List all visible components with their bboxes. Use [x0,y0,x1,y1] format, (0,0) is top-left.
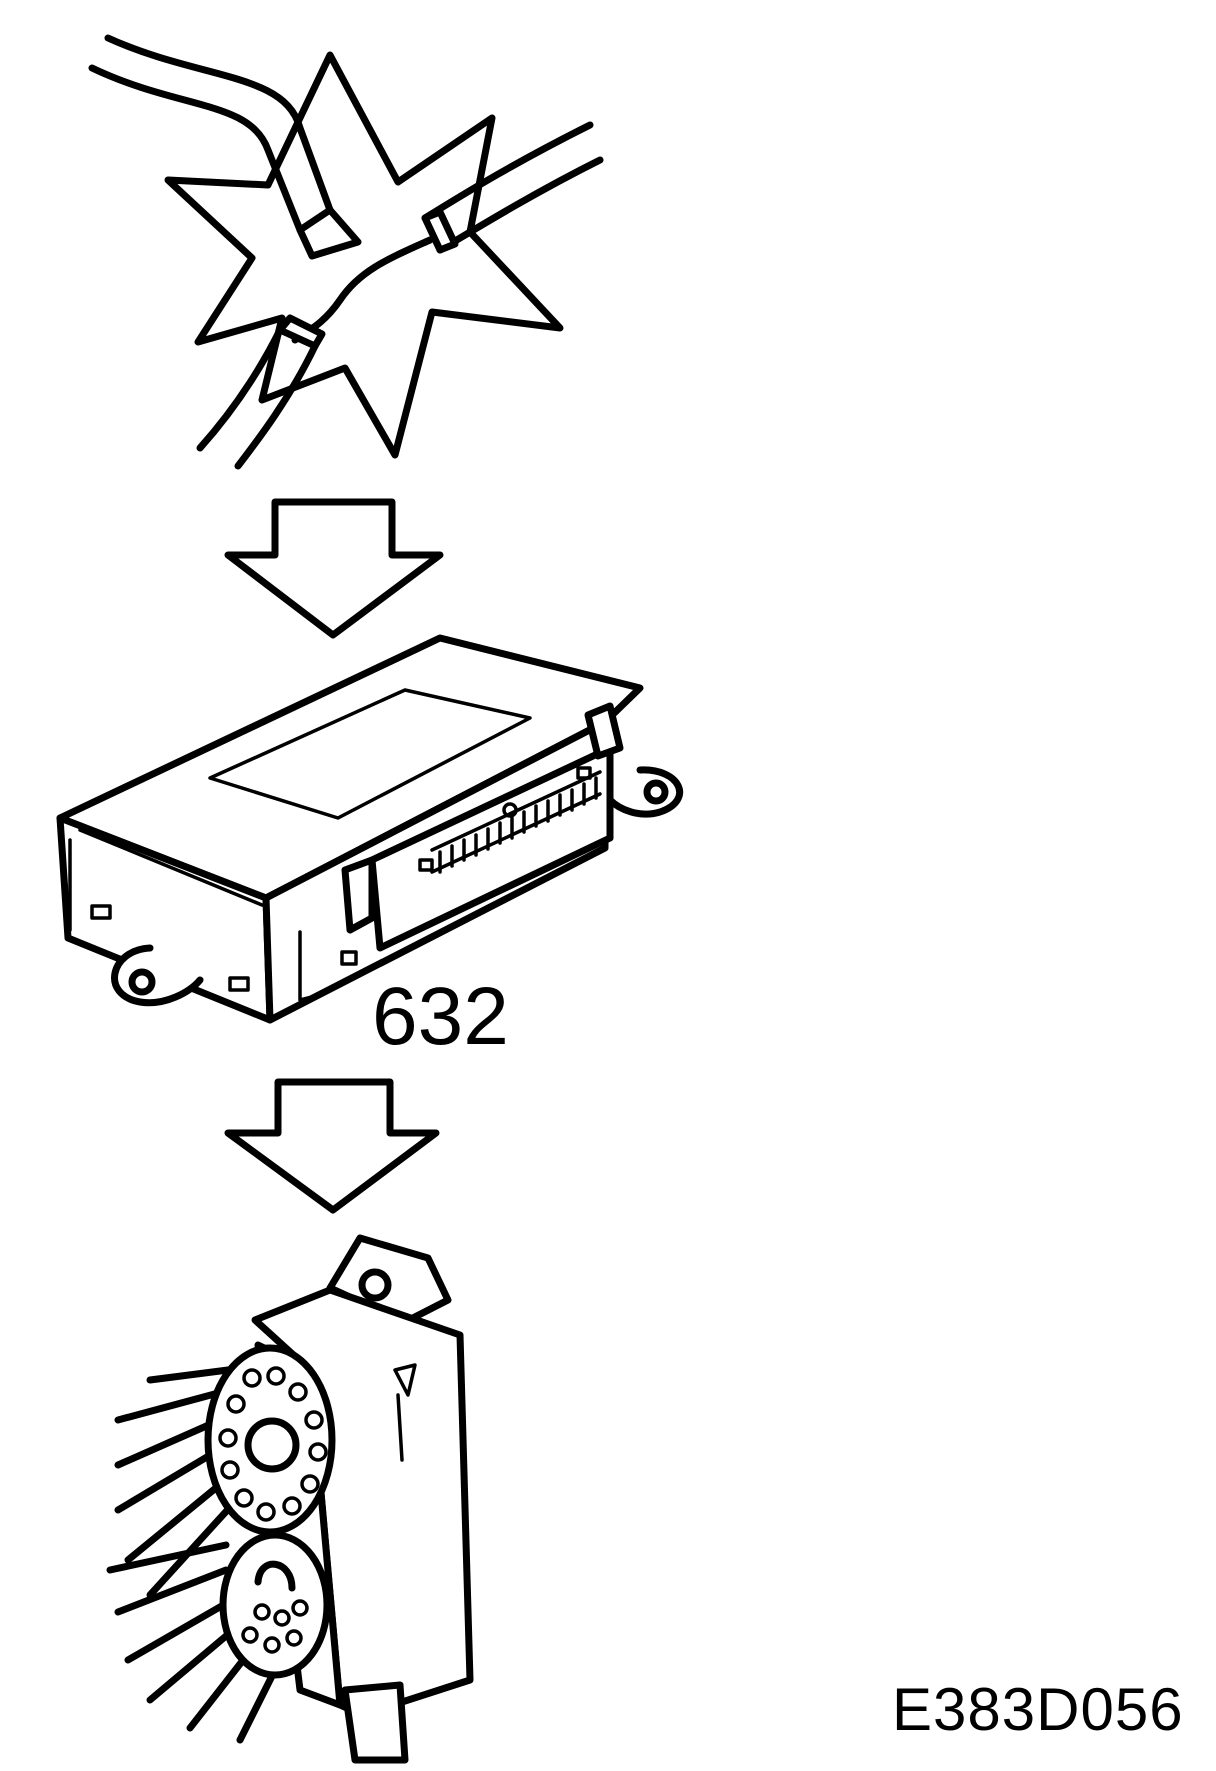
short-circuit-spark-icon [88,34,604,470]
part-number-label: 632 [372,971,509,1062]
instrument-cluster-icon [106,1234,474,1764]
figure-code-label: E383D056 [892,1676,1184,1743]
upper-gauge-dial-marks [218,1366,328,1522]
down-arrow-icon [224,1078,440,1214]
control-module-icon [56,634,684,1024]
down-arrow-icon [224,498,444,639]
